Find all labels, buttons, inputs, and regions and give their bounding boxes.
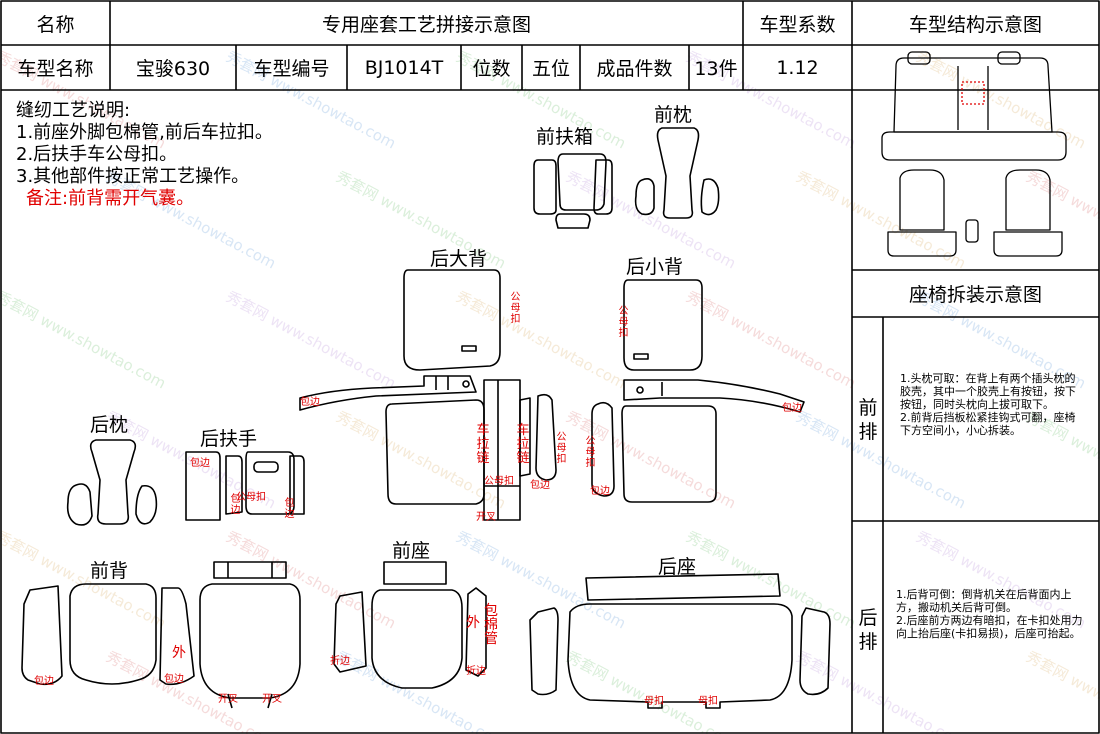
mark-fold-edge: 折边 bbox=[330, 656, 350, 667]
watermark-text: 秀套网 www.showtao.com bbox=[683, 288, 859, 393]
watermark-text: 秀套网 www.showtao.com bbox=[0, 288, 169, 393]
car-structure-diagram bbox=[881, 51, 1067, 257]
part-front-headrest bbox=[634, 127, 720, 219]
watermark-text: 秀套网 www.showtao.com bbox=[103, 648, 279, 734]
label-rear-small-back: 后小背 bbox=[626, 256, 684, 278]
disassembly-title: 座椅拆装示意图 bbox=[908, 284, 1042, 306]
watermark-text: 秀套网 www.showtao.com bbox=[793, 168, 969, 273]
notes-heading: 缝纫工艺说明: bbox=[16, 100, 131, 121]
watermark-text: 秀套网 www.showtao.com bbox=[0, 528, 169, 633]
mark-snap: 公母扣 bbox=[618, 306, 629, 339]
rear-row-instructions: 1.后背可倒：倒背机关在后背面内上方，搬动机关后背可倒。 2.后座前方两边有暗扣… bbox=[896, 588, 1083, 640]
mark-wrap-edge: 包边 bbox=[230, 494, 241, 516]
part-rear-armrest bbox=[185, 451, 305, 521]
mark-snap-pair: 公母扣 bbox=[484, 476, 514, 487]
mark-wrap-edge: 包边 bbox=[782, 403, 802, 414]
seats-label: 位数 bbox=[472, 58, 511, 80]
label-front-headrest: 前枕 bbox=[654, 104, 693, 126]
mark-female-clip: 母扣 bbox=[698, 696, 718, 707]
mark-wrap-edge: 包边 bbox=[284, 498, 295, 520]
mark-snap: 公母扣 bbox=[585, 436, 596, 469]
mark-wrap-edge: 包边 bbox=[300, 397, 320, 408]
part-front-back bbox=[21, 561, 301, 709]
watermark-text: 秀套网 www.showtao.com bbox=[223, 288, 399, 393]
part-rear-headrest bbox=[66, 439, 158, 526]
part-rear-seat bbox=[529, 573, 831, 709]
notes-item: 2.后扶手车公母扣。 bbox=[16, 144, 178, 165]
mark-snap: 公母扣 bbox=[510, 292, 521, 325]
front-row-label: 前排 bbox=[858, 397, 878, 443]
watermark-text: 秀套网 www.showtao.com bbox=[453, 288, 629, 393]
model-name-label: 车型名称 bbox=[17, 58, 94, 80]
watermark-text: 秀套网 www.showtao.com bbox=[1023, 168, 1100, 273]
mark-wrap-cotton-tube: 包棉管 bbox=[484, 603, 498, 647]
mark-slit: 开叉 bbox=[262, 694, 282, 705]
pieces-value: 13件 bbox=[694, 58, 738, 80]
rear-row-label: 后排 bbox=[858, 607, 878, 653]
coefficient-value: 1.12 bbox=[776, 56, 819, 79]
mark-snap: 公母扣 bbox=[556, 432, 567, 465]
label-rear-big-back: 后大背 bbox=[430, 248, 488, 270]
structure-label: 车型结构示意图 bbox=[908, 13, 1042, 36]
sewing-notes: 缝纫工艺说明: 1.前座外脚包棉管,前后车拉扣。 2.后扶手车公母扣。 3.其他… bbox=[16, 100, 273, 210]
label-rear-seat: 后座 bbox=[658, 556, 697, 578]
seats-value: 五位 bbox=[531, 58, 570, 80]
watermark-text: 秀套网 www.showtao.com bbox=[683, 528, 859, 633]
mark-wrap-edge: 包边 bbox=[190, 458, 210, 469]
mark-zipper: 车拉链 bbox=[516, 423, 530, 466]
label-front-armrest-box: 前扶箱 bbox=[536, 126, 594, 148]
mark-snap-pair: 公母扣 bbox=[236, 492, 266, 503]
front-row-instructions: 1.头枕可取：在背上有两个插头枕的胶壳，其中一个胶壳上有按钮，按下按钮，同时头枕… bbox=[900, 372, 1076, 437]
model-number-label: 车型编号 bbox=[253, 58, 330, 80]
mark-wrap-edge: 包边 bbox=[34, 676, 54, 687]
label-rear-armrest: 后扶手 bbox=[200, 428, 258, 450]
part-rear-small-back bbox=[591, 279, 805, 503]
notes-item: 1.前座外脚包棉管,前后车拉扣。 bbox=[16, 122, 273, 143]
part-rear-big-back bbox=[299, 269, 557, 521]
pieces-label: 成品件数 bbox=[596, 58, 673, 80]
label-front-seat: 前座 bbox=[392, 540, 431, 562]
mark-wrap-edge: 包边 bbox=[164, 674, 184, 685]
watermark-text: 秀套网 www.showtao.com bbox=[563, 648, 739, 734]
mark-outer: 外 bbox=[466, 615, 480, 631]
label-rear-headrest: 后枕 bbox=[90, 414, 129, 436]
watermark-text: 秀套网 www.showtao.com bbox=[1023, 648, 1100, 734]
mark-zipper: 车拉链 bbox=[476, 423, 490, 466]
watermark-text: 秀套网 www.showtao.com bbox=[793, 648, 969, 734]
part-front-seat bbox=[333, 561, 487, 689]
sheet-title: 专用座套工艺拼接示意图 bbox=[321, 13, 531, 36]
mark-wrap-edge: 包边 bbox=[530, 480, 550, 491]
mark-female-clip: 母扣 bbox=[644, 696, 664, 707]
part-front-armrest-box bbox=[533, 153, 613, 229]
label-front-back: 前背 bbox=[90, 560, 129, 582]
mark-outer: 外 bbox=[172, 645, 186, 661]
name-label: 名称 bbox=[36, 13, 75, 36]
watermark-text: 秀套网 www.showtao.com bbox=[333, 648, 509, 734]
model-number-value: BJ1014T bbox=[364, 56, 444, 79]
mark-slit: 开叉 bbox=[218, 694, 238, 705]
notes-remark: 备注:前背需开气囊。 bbox=[26, 188, 195, 209]
notes-item: 3.其他部件按正常工艺操作。 bbox=[16, 166, 250, 187]
mark-fold-edge: 折边 bbox=[466, 666, 486, 677]
coefficient-label: 车型系数 bbox=[759, 13, 836, 36]
mark-slit: 开叉 bbox=[476, 512, 496, 523]
model-name-value: 宝骏630 bbox=[135, 58, 211, 80]
mark-wrap-edge: 包边 bbox=[590, 486, 610, 497]
